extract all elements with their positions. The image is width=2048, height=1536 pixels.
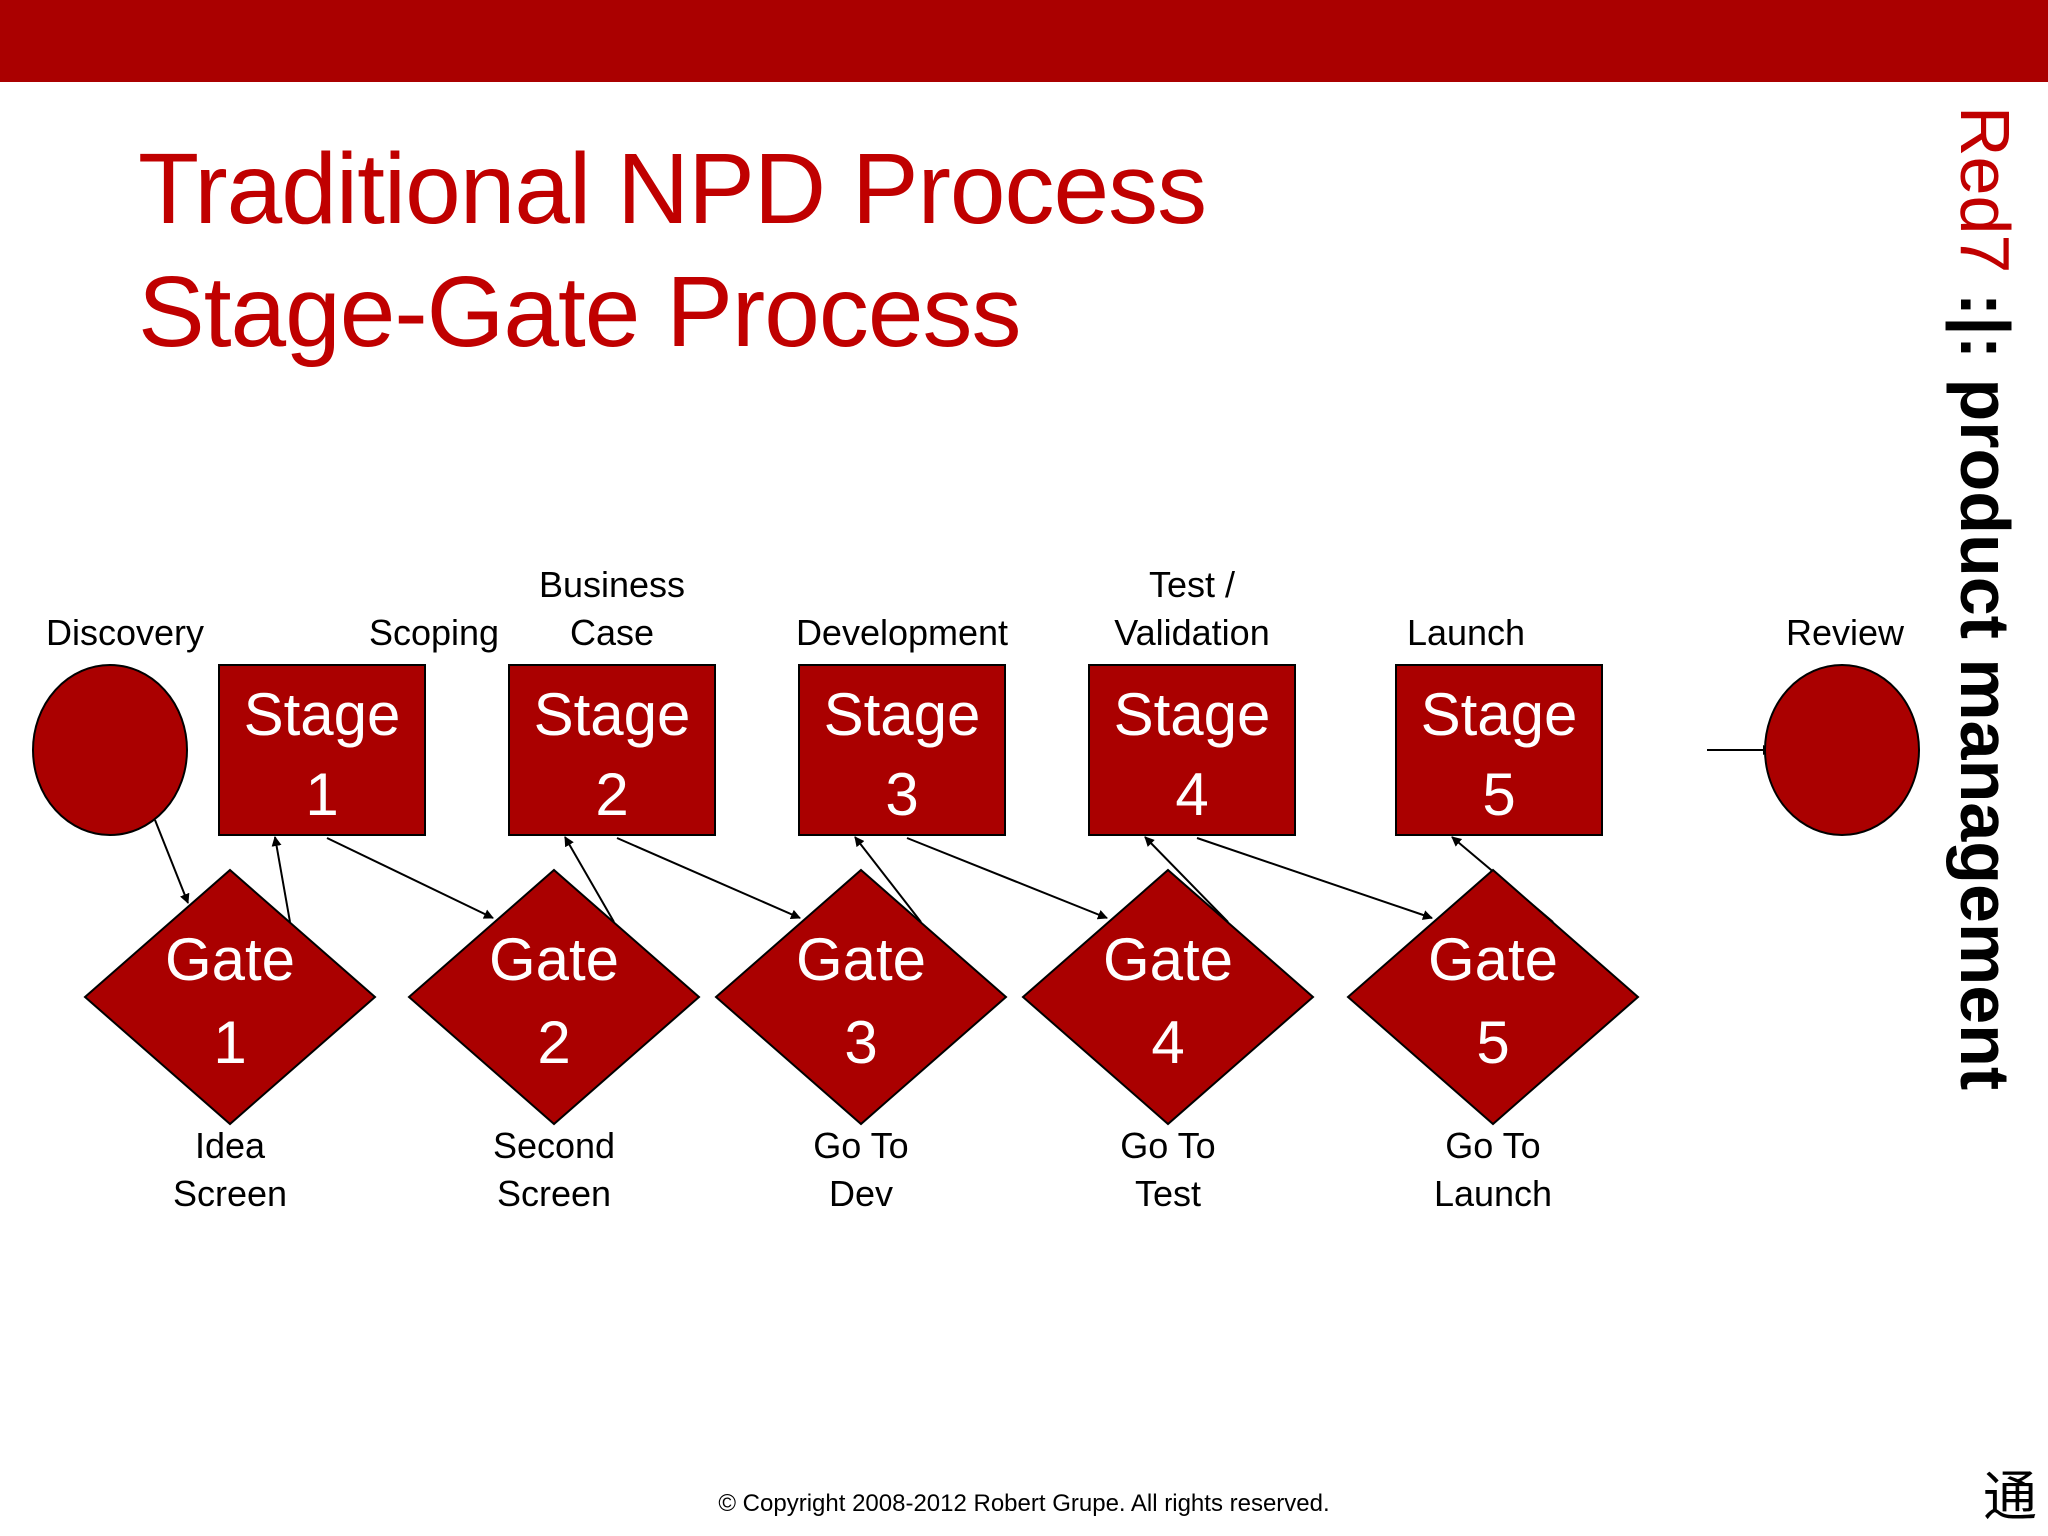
stage-5-word: Stage <box>1421 681 1578 748</box>
gate-1-number: 1 <box>213 1009 246 1076</box>
calligraphy-seal: 通 <box>1983 1465 2037 1528</box>
gate-3-label-line-2: Dev <box>829 1173 893 1214</box>
top-color-bar <box>0 0 2048 82</box>
stage-3-word: Stage <box>824 681 981 748</box>
arrow-gate-4-to-stage-4 <box>1144 836 1229 923</box>
arrow-discovery-to-gate-1 <box>154 819 190 904</box>
stage-4-box <box>1088 664 1296 836</box>
gate-3-label-line-1: Go To <box>813 1125 908 1166</box>
stage-3-number: 3 <box>885 761 918 828</box>
gate-1-label-line-1: Idea <box>195 1125 266 1166</box>
arrow-stage-4-to-gate-5 <box>1196 837 1433 920</box>
stage-5-number: 5 <box>1482 761 1515 828</box>
gate-4-word: Gate <box>1103 926 1233 993</box>
stage-1-number: 1 <box>305 761 338 828</box>
title-line-2: Stage-Gate Process <box>138 256 1021 368</box>
stage-4-number: 4 <box>1175 761 1208 828</box>
gate-4-label-line-2: Test <box>1135 1173 1201 1214</box>
stage-1-label-line-1: Scoping <box>369 612 499 653</box>
gate-1-diamond <box>83 868 377 1126</box>
review-circle <box>1764 664 1920 836</box>
stage-2-number: 2 <box>595 761 628 828</box>
process-nodes <box>32 664 1920 1126</box>
stage-5-label-line-1: Launch <box>1407 612 1525 653</box>
brand-name-red: Red7 <box>1946 106 2024 274</box>
stage-1-box <box>218 664 426 836</box>
stage-2-label-line-1: Business <box>539 564 685 605</box>
gate-3-diamond <box>714 868 1008 1126</box>
gate-5-diamond <box>1346 868 1640 1126</box>
gate-1-word: Gate <box>165 926 295 993</box>
gate-4-number: 4 <box>1151 1009 1184 1076</box>
gate-5-number: 5 <box>1476 1009 1509 1076</box>
stage-2-box <box>508 664 716 836</box>
stage-5-box <box>1395 664 1603 836</box>
arrow-gate-3-to-stage-3 <box>854 836 922 923</box>
gate-3-number: 3 <box>844 1009 877 1076</box>
gate-2-label-line-2: Screen <box>497 1173 611 1214</box>
stage-4-label-line-1: Test / <box>1149 564 1235 605</box>
arrow-gate-2-to-stage-2 <box>564 836 615 923</box>
arrow-stage-2-to-gate-3 <box>616 837 801 919</box>
discovery-label: Discovery <box>46 612 204 653</box>
gate-2-number: 2 <box>537 1009 570 1076</box>
gate-2-word: Gate <box>489 926 619 993</box>
gate-2-label-line-1: Second <box>493 1125 615 1166</box>
arrow-stage-3-to-gate-4 <box>906 837 1108 920</box>
gate-5-label-line-1: Go To <box>1445 1125 1540 1166</box>
gate-4-diamond <box>1021 868 1315 1126</box>
stage-2-word: Stage <box>534 681 691 748</box>
brand-tagline: :|: product management <box>1946 273 2024 1091</box>
stage-2-label-line-2: Case <box>570 612 654 653</box>
arrow-gate-1-to-stage-1 <box>271 836 291 923</box>
arrow-stage-1-to-gate-2 <box>326 837 494 919</box>
title-line-1: Traditional NPD Process <box>138 133 1207 245</box>
brand-vertical-text: Red7 :|: product management <box>1940 106 2030 1246</box>
stage-1-word: Stage <box>244 681 401 748</box>
stage-4-label-line-2: Validation <box>1114 612 1269 653</box>
discovery-circle <box>32 664 188 836</box>
stage-3-label-line-1: Development <box>796 612 1008 653</box>
gate-3-word: Gate <box>796 926 926 993</box>
stage-3-box <box>798 664 1006 836</box>
copyright-notice: © Copyright 2008-2012 Robert Grupe. All … <box>718 1490 1330 1517</box>
gate-2-diamond <box>407 868 701 1126</box>
review-label: Review <box>1786 612 1905 653</box>
stage-4-word: Stage <box>1114 681 1271 748</box>
gate-5-word: Gate <box>1428 926 1558 993</box>
slide-title: Traditional NPD Process Stage-Gate Proce… <box>138 128 1207 374</box>
gate-5-label-line-2: Launch <box>1434 1173 1552 1214</box>
gate-4-label-line-1: Go To <box>1120 1125 1215 1166</box>
gate-1-label-line-2: Screen <box>173 1173 287 1214</box>
